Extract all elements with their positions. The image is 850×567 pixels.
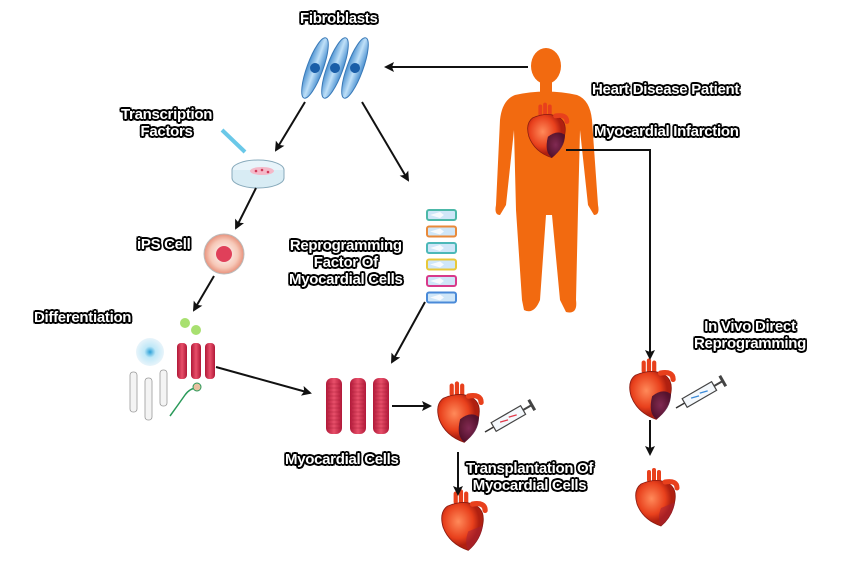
label-fibroblasts: Fibroblasts: [300, 10, 378, 27]
heart-infarct-icon: [629, 358, 676, 420]
vial-highlight: [430, 294, 444, 301]
petri-dish-icon: [220, 128, 285, 189]
arrow-dish-to-ips: [235, 187, 257, 230]
arrow-fibroblasts-to-factors: [361, 101, 410, 182]
heart-vessels: [647, 468, 661, 482]
infarct-area: [458, 414, 479, 443]
arrow-fibroblasts-to-dish: [274, 101, 306, 152]
patient-body-icon: [495, 48, 599, 313]
ips-cell-icon: [203, 233, 245, 275]
syringe-icon: [484, 399, 537, 433]
vial-highlight: [430, 278, 444, 284]
label-line: Factor Of: [313, 254, 378, 271]
heart-shape: [527, 102, 570, 159]
heart-shape: [635, 468, 680, 527]
label-line: Reprogramming: [289, 237, 402, 254]
heart-body: [635, 480, 676, 527]
heart-aorta: [469, 501, 488, 514]
heart-infarct-icon: [437, 381, 484, 443]
label-myocardial-infarction: Myocardial Infarction: [594, 123, 739, 140]
label-line: Myocardial Cells: [289, 271, 403, 288]
heart-aorta: [465, 393, 484, 406]
heart-aorta: [657, 370, 676, 383]
heart-aorta: [553, 113, 570, 124]
syringe-icon: [675, 375, 728, 409]
arrow-infarct-to-invivo: [566, 149, 655, 360]
heart-body: [441, 502, 484, 551]
label-differentiation: Differentiation: [34, 309, 132, 326]
vial-highlight: [430, 212, 444, 218]
arrow-ips-to-differentiation: [192, 275, 215, 312]
fibroblasts-icon: [301, 37, 369, 99]
heart-vessels: [449, 381, 465, 397]
heart-vessels: [538, 102, 552, 116]
heart-shape: [629, 358, 676, 420]
reprogramming-factor-vials-icon: [426, 209, 457, 304]
label-line: Factors: [140, 123, 193, 140]
heart-shape: [441, 489, 488, 551]
heart-shade: [466, 525, 483, 551]
label-line: Myocardial Cells: [472, 477, 587, 494]
label-transcription-factors: Transcription Factors: [121, 106, 212, 140]
heart-healthy-icon: [635, 468, 680, 527]
vial-highlight: [430, 245, 444, 251]
label-reprogramming-factor: Reprogramming Factor Of Myocardial Cells: [289, 237, 403, 288]
myocardial-cells-icon: [326, 378, 389, 434]
differentiated-cells-icon: [129, 318, 215, 421]
heart-infarct-icon: [527, 102, 570, 159]
label-myocardial-cells: Myocardial Cells: [285, 451, 399, 468]
heart-aorta: [662, 479, 680, 491]
label-line: Transcription: [121, 106, 213, 123]
heart-shape: [437, 381, 484, 443]
label-line: Transplantation Of: [466, 460, 594, 477]
infarct-area: [546, 132, 565, 158]
vial-highlight: [430, 228, 444, 235]
heart-healthy-icon: [441, 489, 488, 551]
label-heart-disease-patient: Heart Disease Patient: [592, 81, 740, 98]
heart-shade: [659, 502, 675, 526]
infarct-area: [650, 391, 671, 420]
vial-highlight: [430, 261, 444, 268]
label-line: Reprogramming: [694, 335, 806, 352]
label-ips-cell: iPS Cell: [137, 236, 191, 253]
arrow-factors-to-myocytes: [391, 301, 426, 364]
label-in-vivo-reprogramming: In Vivo Direct Reprogramming: [694, 318, 806, 352]
label-line: In Vivo Direct: [704, 318, 796, 335]
label-transplantation: Transplantation Of Myocardial Cells: [466, 460, 593, 494]
arrow-differentiation-to-myocytes: [215, 366, 312, 396]
heart-vessels: [641, 358, 657, 374]
